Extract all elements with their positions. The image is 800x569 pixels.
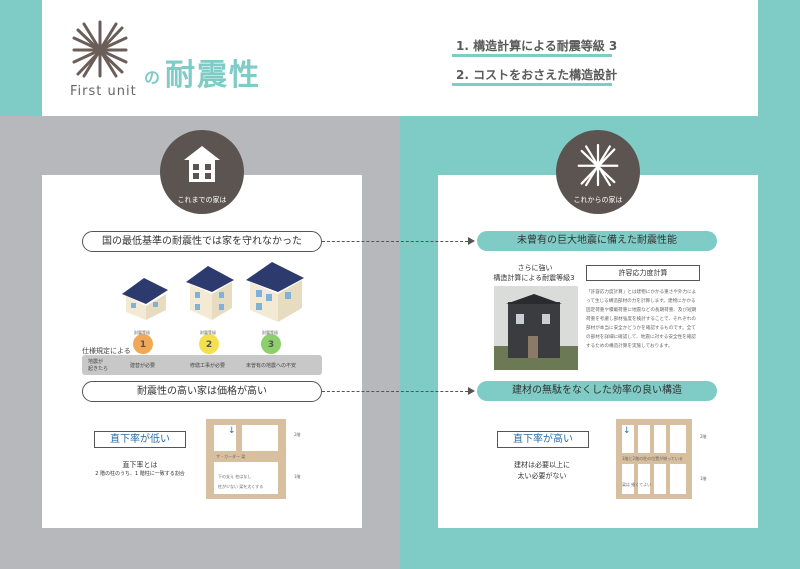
bar-head-1: 地震が <box>88 359 104 365</box>
house-illustration-3 <box>246 262 304 322</box>
upper-bay-3 <box>654 425 666 453</box>
connector-line-1 <box>322 241 468 242</box>
point-1-underline <box>452 54 612 57</box>
method-line-4: 荷重を考慮し部材強度を検討することで、それぞれの <box>586 317 696 322</box>
upper-bay-1 <box>622 425 634 453</box>
grade-2-number: 2 <box>205 340 213 350</box>
house-illustration-2 <box>186 266 234 320</box>
grade-1-badge: 1 <box>133 334 153 354</box>
title-particle: の <box>144 68 161 87</box>
old-house-label: これまでの家は <box>177 196 227 204</box>
right-structure-pill: 建材の無駄をなくした効率の良い構造 <box>477 381 717 401</box>
method-line-3: 固定荷重や積載荷重に地震などの長期荷重、及び短期 <box>586 308 697 313</box>
intro-line-2: 構造計算による耐震等級3 <box>493 274 575 282</box>
house-icon <box>184 146 220 182</box>
grade-1-caption: 耐震等級 <box>134 330 150 335</box>
lower-room <box>214 462 278 494</box>
ratio-definition-body: 2 階の柱のうち、1 階柱に一致する割合 <box>95 471 185 477</box>
grade-2-caption: 耐震等級 <box>200 330 216 335</box>
right-solution-pill: 未曾有の巨大地震に備えた耐震性能 <box>477 231 717 251</box>
method-body: 「許容応力度計算」とは建物にかかる重さや外力によ って生じる構造部材の力を計算し… <box>586 288 706 351</box>
grade-3-caption: 耐震等級 <box>262 330 278 335</box>
grade-2-badge: 2 <box>199 334 219 354</box>
floor-1-note: 1階 <box>294 474 301 479</box>
bar-item-1: 建替が必要 <box>130 363 156 369</box>
header-accent-right <box>758 0 800 116</box>
left-problem-pill: 国の最低基準の耐震性では家を守れなかった <box>82 231 322 252</box>
grade-1-number: 1 <box>139 340 147 350</box>
upper-room-2 <box>242 425 278 451</box>
grade-3-number: 3 <box>267 340 275 350</box>
left-cost-pill: 耐震性の高い家は価格が高い <box>82 381 322 402</box>
bar-item-3: 未曽有の地震への不安 <box>246 363 297 369</box>
point-2: 2. コストをおさえた構造設計 <box>456 68 618 82</box>
upper-room-1 <box>214 425 236 451</box>
support-note: 下の支え 柱はなし <box>218 474 252 479</box>
new-house-label: これからの家は <box>573 196 623 204</box>
high-ratio-label: 直下率が高い <box>497 431 589 448</box>
first-unit-logo-icon <box>72 20 128 78</box>
method-line-5: 部材が本当に安全かどうかを確認するものです。全て <box>586 326 696 331</box>
spec-label: 仕様規定による <box>82 347 131 355</box>
damage-bar <box>82 355 322 375</box>
brand-name: First unit <box>70 84 137 99</box>
point-1: 1. 構造計算による耐震等級 3 <box>456 39 618 53</box>
connector-arrow-1-icon <box>468 237 475 245</box>
bar-item-2: 修繕工事が必要 <box>190 363 226 369</box>
right-card <box>438 175 758 528</box>
upper-bay-2 <box>638 425 650 453</box>
method-line-2: って生じる構造部材の力を計算します。建物にかかる <box>586 299 696 304</box>
right-desc-line-1: 建材は必要以上に <box>514 461 570 469</box>
lower-bay-2 <box>638 464 650 494</box>
header-accent-left <box>0 0 42 116</box>
lower-bay-1 <box>622 464 634 494</box>
low-ratio-label: 直下率が低い <box>94 431 186 448</box>
down-arrow-right-icon: ↓ <box>623 426 631 436</box>
bottom-note: 柱が少ない 梁を太くする <box>218 484 264 489</box>
right-beam-note: 1階と2階の柱の位置が揃っている <box>622 456 683 461</box>
house-photo <box>494 286 578 370</box>
page-title: 耐震性 <box>165 58 261 93</box>
lower-bay-4 <box>670 464 686 494</box>
down-arrow-icon: ↓ <box>228 426 236 436</box>
grade-3-badge: 3 <box>261 334 281 354</box>
floor-2-note: 2階 <box>294 432 301 437</box>
right-floor-1-note: 1階 <box>700 476 707 481</box>
method-title: 許容応力度計算 <box>586 265 700 281</box>
point-2-underline <box>452 83 612 86</box>
bar-head-2: 起きたら <box>88 366 109 372</box>
upper-bay-4 <box>670 425 686 453</box>
connector-line-2 <box>322 391 468 392</box>
first-unit-mark-icon <box>577 143 619 187</box>
method-line-1: 「許容応力度計算」とは建物にかかる重さや外力によ <box>586 290 697 295</box>
right-bottom-note: 梁は 細くてよい <box>622 482 652 487</box>
right-floor-2-note: 2階 <box>700 434 707 439</box>
method-line-7: するための構造計算を実施しております。 <box>586 344 673 349</box>
beam-note: ザ・ガーダー 梁 <box>216 454 246 459</box>
lower-bay-3 <box>654 464 666 494</box>
ratio-definition-title: 直下率とは <box>122 461 158 469</box>
intro-line-1: さらに強い <box>517 264 553 272</box>
house-illustration-1 <box>122 278 168 320</box>
right-desc-line-2: 太い必要がない <box>517 472 567 480</box>
connector-arrow-2-icon <box>468 387 475 395</box>
method-line-6: の部材を詳細に確認して、地震に対する安全性を確認 <box>586 335 696 340</box>
